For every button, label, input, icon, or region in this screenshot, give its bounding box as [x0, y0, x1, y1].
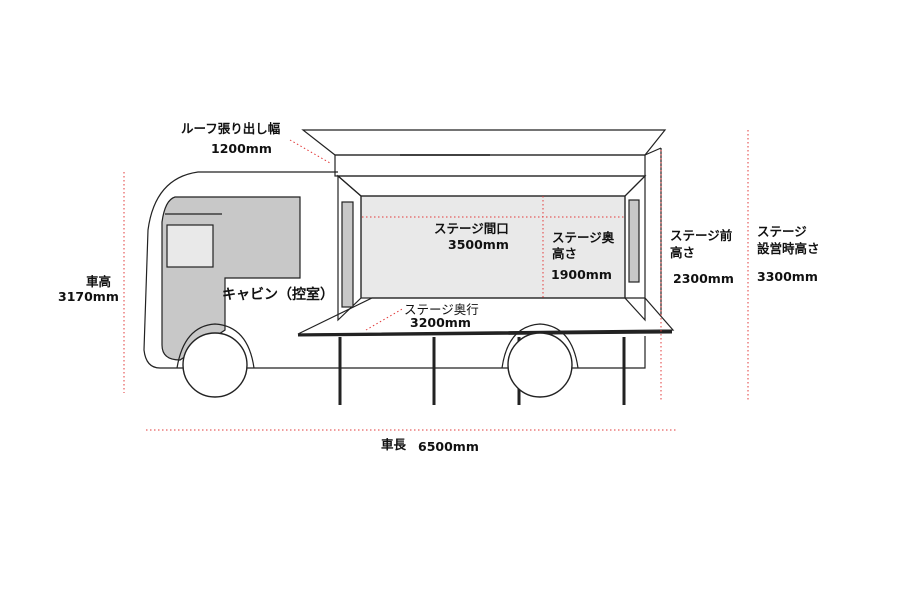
- stage-floor-edge: [297, 330, 673, 337]
- roof-overhang-value: 1200mm: [211, 141, 272, 156]
- roof-overhang-line: [289, 139, 331, 164]
- stage-front-height-label-2: 高さ: [670, 245, 695, 260]
- front-wheel-arch: [176, 323, 255, 369]
- vehicle-length-label: 車長: [381, 437, 407, 452]
- cab-side-window: [166, 224, 214, 268]
- stage-ceiling: [336, 175, 647, 197]
- roof-overhang-label: ルーフ張り出し幅: [181, 121, 281, 136]
- stage-width-value: 3500mm: [448, 237, 509, 252]
- stage-rear-height-label-2: 高さ: [552, 246, 577, 261]
- rear-wheel: [507, 332, 573, 398]
- stage-setup-height-value: 3300mm: [757, 269, 818, 284]
- stage-depth-value: 3200mm: [410, 315, 471, 330]
- left-door-panel: [341, 201, 354, 308]
- stage-depth-label: ステージ奥行: [404, 302, 479, 317]
- vehicle-length-value: 6500mm: [418, 439, 479, 454]
- stage-rear-height-label: ステージ奥: [552, 230, 615, 245]
- stage-front-height-label: ステージ前: [670, 228, 733, 243]
- stage-floor: [297, 297, 675, 335]
- stage-setup-height-label-2: 設営時高さ: [757, 241, 820, 256]
- front-wheel: [182, 332, 248, 398]
- right-door-panel: [628, 199, 640, 283]
- stage-depth-line: [365, 307, 405, 331]
- vehicle-height-value: 3170mm: [58, 289, 119, 304]
- roof-overhang: [301, 129, 667, 156]
- cabin-label: キャビン（控室）: [222, 286, 334, 303]
- cab-window-frame: [161, 196, 301, 361]
- stage-front-height-value: 2300mm: [673, 271, 734, 286]
- roof-band: [334, 154, 646, 177]
- vehicle-height-label: 車高: [86, 274, 111, 289]
- stage-rear-height-value: 1900mm: [551, 267, 612, 282]
- stage-setup-height-label: ステージ: [757, 224, 807, 239]
- rear-wheel-arch: [501, 323, 579, 369]
- stage-width-label: ステージ間口: [434, 221, 509, 236]
- roof-overhang-side: [644, 147, 662, 156]
- truck-cab-outline: [143, 171, 646, 369]
